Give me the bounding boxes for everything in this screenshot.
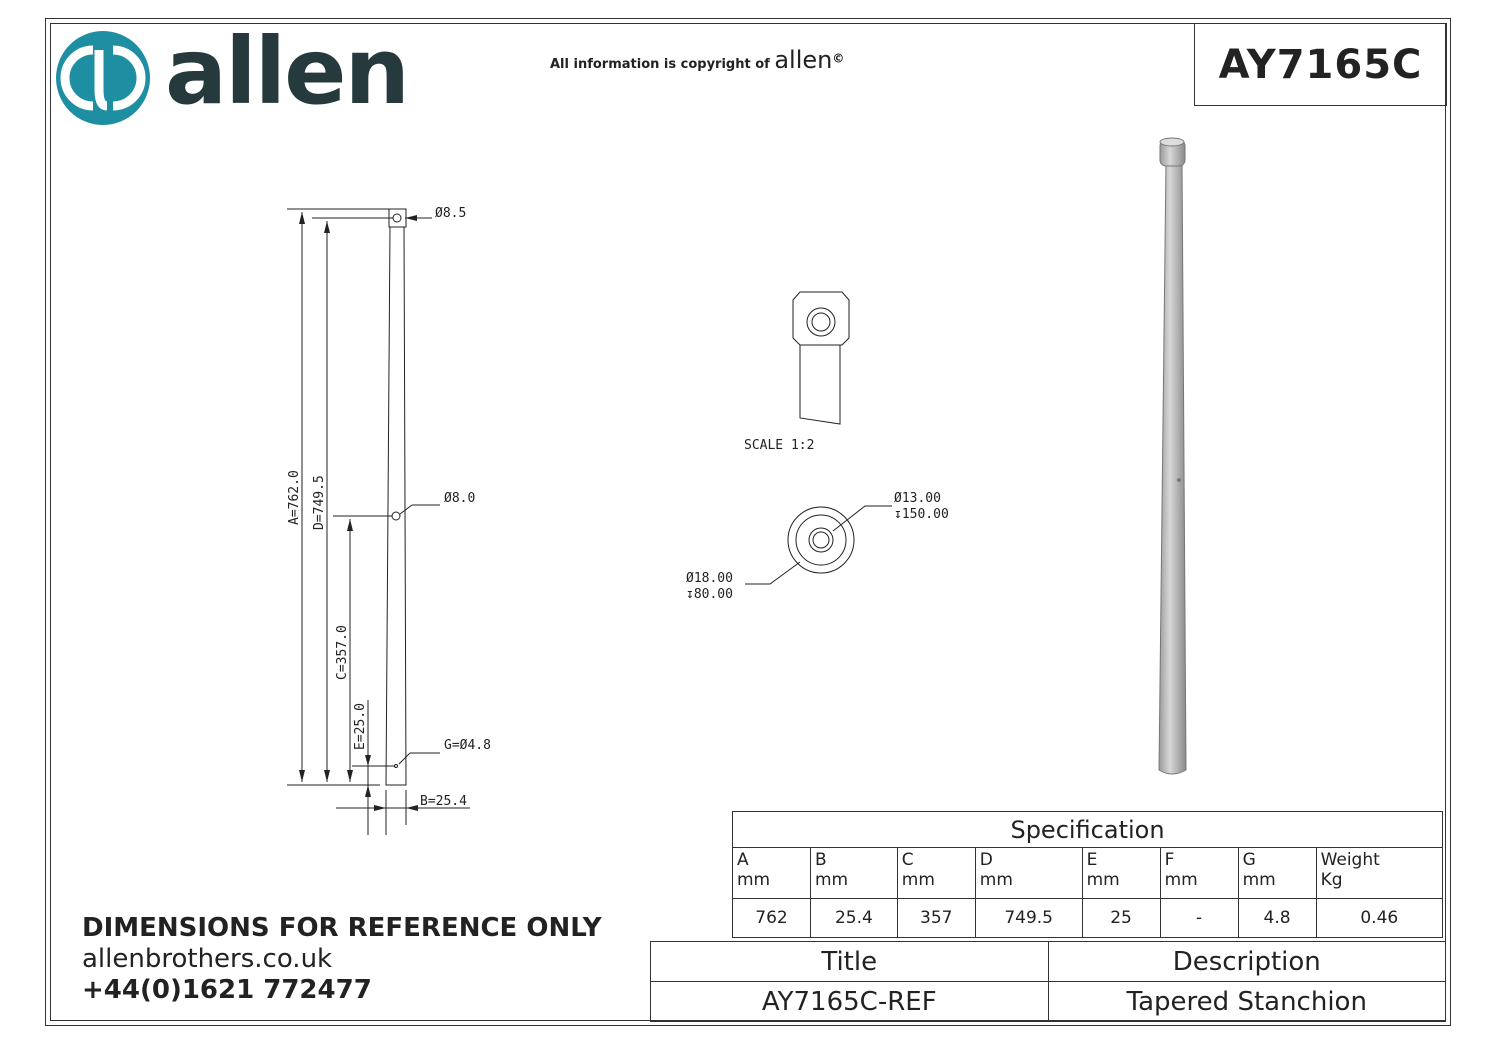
spec-value: 4.8 <box>1237 898 1317 938</box>
dim-bottom-hole: G=Ø4.8 <box>444 738 491 753</box>
spec-value: 25.4 <box>810 898 898 938</box>
spec-value: 357 <box>896 898 976 938</box>
reference-notes: DIMENSIONS FOR REFERENCE ONLY allenbroth… <box>82 913 602 1006</box>
dim-outer-depth: ↧80.00 <box>686 587 733 602</box>
stanchion-body <box>385 226 407 786</box>
detail-scale: SCALE 1:2 <box>744 438 814 453</box>
dim-inner-depth: ↧150.00 <box>894 507 949 522</box>
copyright-text: All information is copyright of <box>550 57 770 72</box>
copyright-brand: allen <box>774 46 833 74</box>
title-value: AY7165C-REF <box>650 981 1049 1022</box>
dim-outer-dia: Ø18.00 <box>686 571 733 586</box>
dim-b: B=25.4 <box>420 794 467 809</box>
top-hole <box>392 213 402 223</box>
spec-value: 0.46 <box>1315 898 1444 938</box>
title-label: Title <box>650 941 1049 982</box>
dim-a: A=762.0 <box>287 470 302 525</box>
mid-hole <box>391 511 401 521</box>
part-number: AY7165C <box>1194 23 1447 106</box>
drawing-outer-border <box>45 18 1451 1026</box>
phone: +44(0)1621 772477 <box>82 975 372 1005</box>
allen-logo-icon <box>56 31 150 125</box>
logo-wordmark: allen <box>165 18 410 125</box>
title-block: Title Description AY7165C-REF Tapered St… <box>650 941 1446 1022</box>
description-label: Description <box>1047 941 1446 982</box>
spec-value: - <box>1159 898 1239 938</box>
dim-e: E=25.0 <box>353 703 368 750</box>
dim-mid-hole: Ø8.0 <box>444 491 475 506</box>
dim-inner-dia: Ø13.00 <box>894 491 941 506</box>
detail-head <box>792 291 850 346</box>
dim-d: D=749.5 <box>312 475 327 530</box>
spec-title: Specification <box>732 811 1443 848</box>
description-value: Tapered Stanchion <box>1047 981 1446 1022</box>
dim-top-hole: Ø8.5 <box>435 206 466 221</box>
copyright-symbol: © <box>832 51 845 66</box>
website: allenbrothers.co.uk <box>82 944 333 974</box>
spec-value: 749.5 <box>974 898 1083 938</box>
stanchion-3d-render <box>1158 137 1187 775</box>
spec-value: 25 <box>1081 898 1161 938</box>
spec-value: 762 <box>732 898 811 938</box>
dim-c: C=357.0 <box>335 625 350 680</box>
disclaimer: DIMENSIONS FOR REFERENCE ONLY <box>82 913 602 943</box>
copyright-notice: All information is copyright of allen© <box>550 46 844 74</box>
bottom-hole <box>394 764 398 768</box>
